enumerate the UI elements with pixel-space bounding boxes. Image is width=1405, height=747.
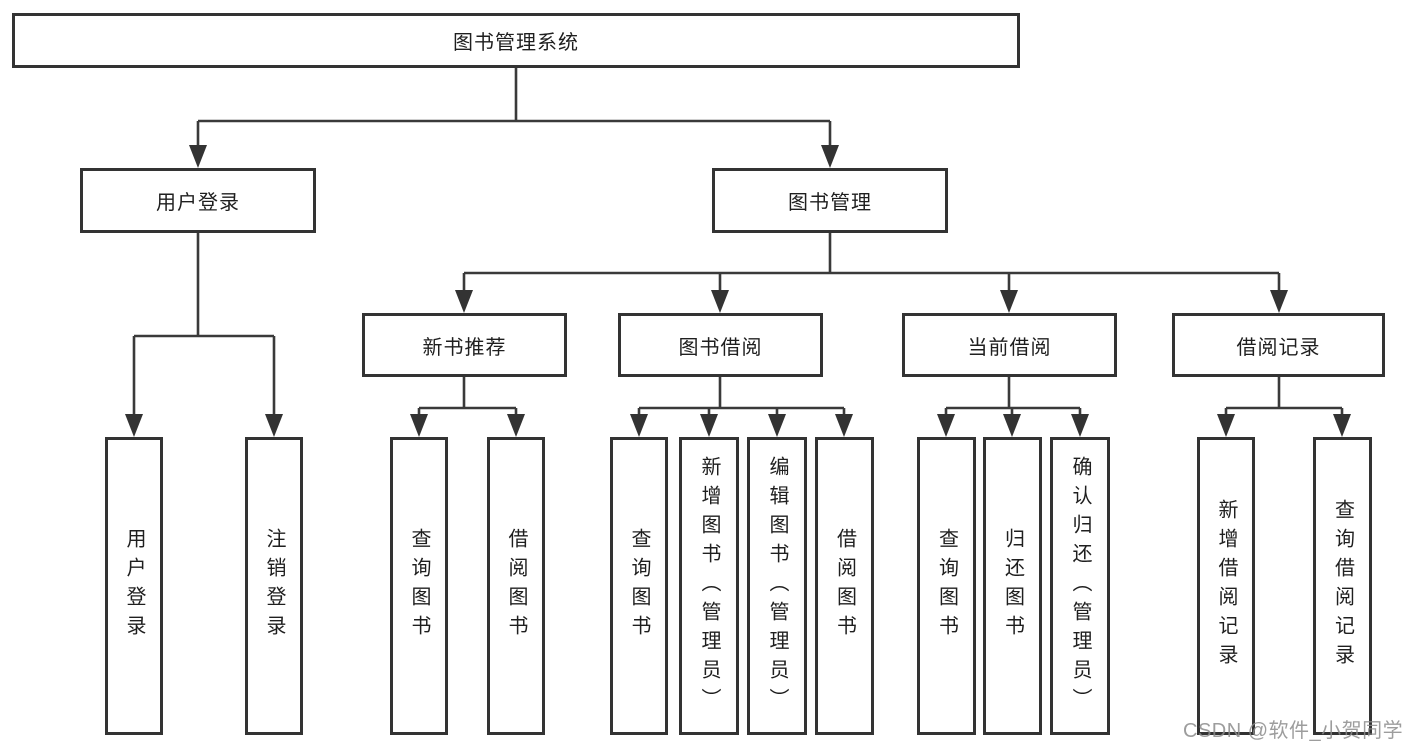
node-confirm-return-admin: 确认归还（管理员） — [1050, 437, 1110, 735]
node-borrow-records: 借阅记录 — [1172, 313, 1385, 377]
node-query-books-2: 查询图书 — [610, 437, 668, 735]
node-label: 图书管理 — [788, 192, 872, 214]
node-label: 借阅图书 — [505, 528, 527, 644]
connector-borrow-records — [1217, 377, 1351, 437]
node-label: 借阅图书 — [833, 528, 856, 644]
connector-book-borrow — [630, 377, 853, 437]
node-label: 用户登录 — [123, 528, 145, 644]
node-label: 当前借阅 — [967, 336, 1052, 359]
node-label: 查询图书 — [628, 528, 650, 644]
node-add-books-admin: 新增图书（管理员） — [679, 437, 739, 735]
node-query-books-3: 查询图书 — [917, 437, 976, 735]
arrow-down-icon — [1003, 414, 1021, 437]
node-label: 图书借阅 — [678, 336, 763, 359]
node-label: 新书推荐 — [422, 336, 507, 359]
node-book-management: 图书管理 — [712, 168, 948, 233]
node-label: 新增图书（管理员） — [698, 455, 720, 717]
arrow-down-icon — [937, 414, 955, 437]
arrow-down-icon — [455, 290, 473, 313]
arrow-down-icon — [410, 414, 428, 437]
arrow-down-icon — [265, 414, 283, 437]
node-label: 图书管理系统 — [453, 32, 579, 54]
arrow-down-icon — [189, 145, 207, 168]
arrow-down-icon — [700, 414, 718, 437]
node-borrow-books-2: 借阅图书 — [815, 437, 874, 735]
arrow-down-icon — [1000, 290, 1018, 313]
node-user-login: 用户登录 — [80, 168, 316, 233]
node-book-borrow: 图书借阅 — [618, 313, 823, 377]
connector-book-management — [455, 233, 1288, 313]
node-label: 用户登录 — [156, 192, 240, 214]
node-label: 确认归还（管理员） — [1069, 455, 1091, 717]
connector-user-login — [125, 233, 283, 437]
node-current-borrow: 当前借阅 — [902, 313, 1117, 377]
node-new-book-recommend: 新书推荐 — [362, 313, 567, 377]
node-label: 注销登录 — [263, 528, 285, 644]
watermark: CSDN @软件_小贺同学 — [1183, 720, 1404, 742]
node-query-books-1: 查询图书 — [390, 437, 448, 735]
node-add-borrow-record: 新增借阅记录 — [1197, 437, 1255, 735]
connector-root — [189, 68, 839, 168]
arrow-down-icon — [768, 414, 786, 437]
connector-new-book-recommend — [410, 377, 525, 437]
node-edit-books-admin: 编辑图书（管理员） — [747, 437, 807, 735]
node-label: 查询借阅记录 — [1331, 499, 1354, 673]
node-borrow-books-1: 借阅图书 — [487, 437, 545, 735]
node-label: 编辑图书（管理员） — [766, 455, 788, 717]
node-label: 归还图书 — [1001, 528, 1024, 644]
node-return-books: 归还图书 — [983, 437, 1042, 735]
node-label: 新增借阅记录 — [1215, 499, 1237, 673]
node-user-login-leaf: 用户登录 — [105, 437, 163, 735]
node-logout: 注销登录 — [245, 437, 303, 735]
arrow-down-icon — [835, 414, 853, 437]
node-label: 查询图书 — [935, 528, 958, 644]
arrow-down-icon — [507, 414, 525, 437]
node-library-management-system: 图书管理系统 — [12, 13, 1020, 68]
arrow-down-icon — [1071, 414, 1089, 437]
arrow-down-icon — [125, 414, 143, 437]
connector-current-borrow — [937, 377, 1089, 437]
arrow-down-icon — [1270, 290, 1288, 313]
node-label: 借阅记录 — [1236, 336, 1321, 359]
arrow-down-icon — [1217, 414, 1235, 437]
arrow-down-icon — [821, 145, 839, 168]
node-query-borrow-record: 查询借阅记录 — [1313, 437, 1372, 735]
arrow-down-icon — [1333, 414, 1351, 437]
arrow-down-icon — [711, 290, 729, 313]
node-label: 查询图书 — [408, 528, 430, 644]
arrow-down-icon — [630, 414, 648, 437]
